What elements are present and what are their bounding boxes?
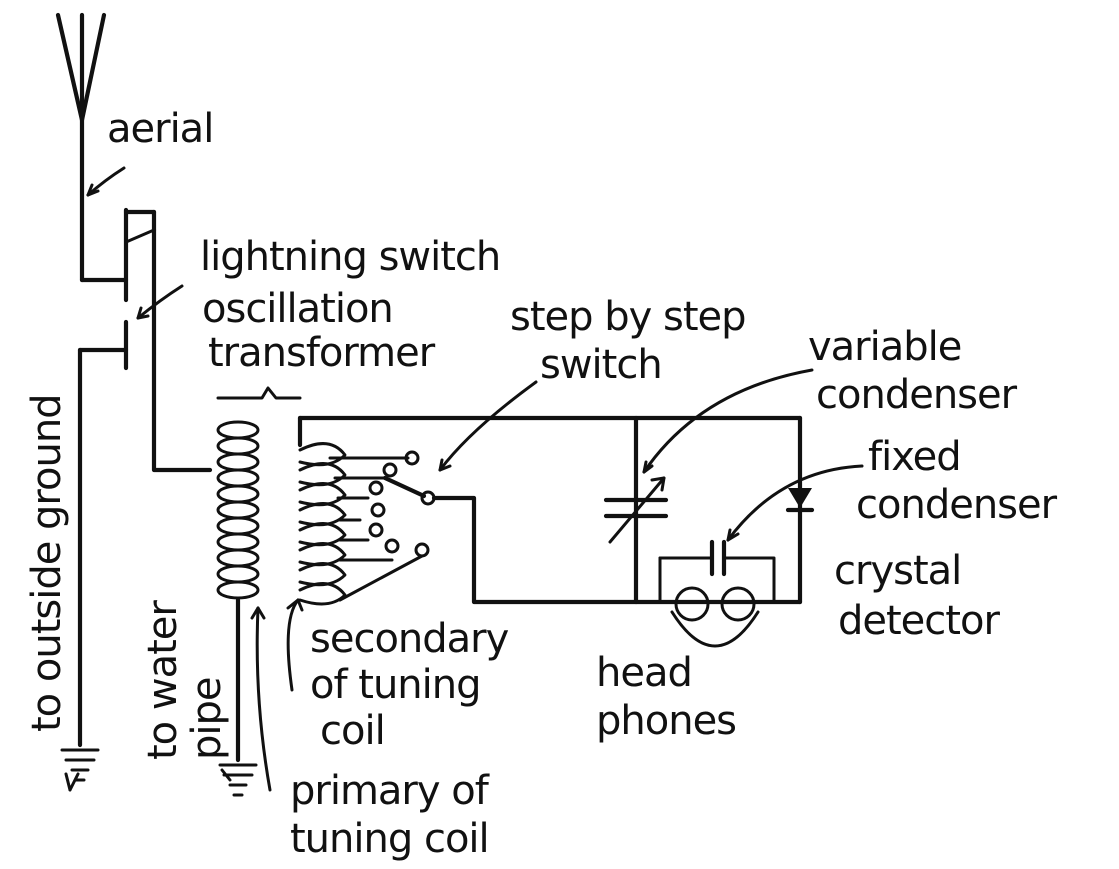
primary-coil	[216, 386, 302, 797]
lightning-switch	[77, 207, 213, 473]
crystal-detector	[785, 415, 815, 605]
transformer-label: transformer	[208, 330, 436, 376]
pipe-label: pipe	[184, 677, 230, 760]
secondary-label: secondary	[310, 616, 509, 662]
head-label: head	[596, 650, 692, 696]
condenser-label-2: condenser	[856, 482, 1058, 528]
aerial-antenna	[55, 12, 129, 283]
primary-of-label: primary of	[290, 768, 490, 814]
aerial-label: aerial	[107, 106, 213, 152]
tuning-coil-label: tuning coil	[290, 816, 489, 862]
crystal-label: crystal	[834, 548, 961, 594]
secondary-coil	[297, 415, 803, 606]
step-by-step-switch	[328, 450, 803, 605]
variable-label: variable	[808, 324, 961, 370]
phones-label: phones	[596, 698, 736, 744]
oscillation-label: oscillation	[202, 286, 393, 332]
outside-ground-line	[60, 347, 100, 782]
fixed-condenser	[658, 539, 776, 602]
fixed-label: fixed	[868, 434, 961, 480]
variable-condenser	[603, 415, 669, 605]
condenser-label-1: condenser	[816, 372, 1018, 418]
step-by-step-label: step by step	[510, 294, 746, 340]
switch-label: switch	[540, 342, 662, 388]
head-phones	[670, 586, 760, 648]
to-water-label: to water	[140, 600, 186, 760]
pointer-arrows	[64, 166, 864, 792]
coil-label: coil	[320, 708, 385, 754]
to-outside-ground-label: to outside ground	[24, 394, 70, 732]
of-tuning-label: of tuning	[310, 662, 481, 708]
detector-label: detector	[838, 598, 1000, 644]
lightning-switch-label: lightning switch	[200, 234, 500, 280]
